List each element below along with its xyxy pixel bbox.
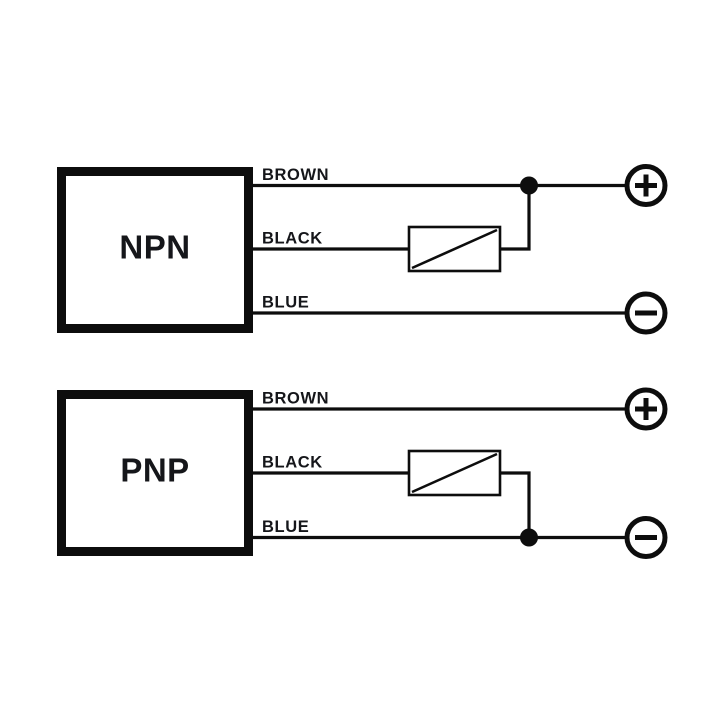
load-resistor-npn (407, 225, 502, 273)
wire-label-npn-blue: BLUE (262, 294, 309, 312)
wire-pnp-load-to-blue (500, 471, 531, 538)
junction-dot-pnp (520, 528, 538, 547)
junction-dot-npn (520, 176, 538, 195)
sensor-box-label-pnp: PNP (120, 452, 189, 489)
circuit-pnp: PNP BROWN BLACK BLUE (57, 387, 668, 559)
load-resistor-diagonal-pnp (411, 452, 498, 494)
load-resistor-diagonal-npn (411, 228, 498, 270)
terminal-positive-npn (624, 164, 668, 207)
wire-label-pnp-brown: BROWN (262, 390, 329, 408)
terminal-negative-npn (624, 291, 668, 335)
sensor-box-pnp (57, 390, 253, 556)
wire-npn-load-to-brown (500, 185, 531, 251)
wire-label-pnp-blue: BLUE (262, 518, 309, 536)
terminal-negative-pnp (624, 516, 668, 559)
sensor-box-npn (57, 167, 253, 333)
sensor-box-label-npn: NPN (119, 229, 190, 266)
wire-label-npn-brown: BROWN (262, 166, 329, 184)
wire-label-npn-black: BLACK (262, 230, 323, 248)
terminal-positive-pnp (624, 387, 668, 431)
wire-label-pnp-black: BLACK (262, 454, 323, 472)
circuit-npn: NPN BROWN BLACK BLUE (57, 164, 668, 335)
load-resistor-pnp (407, 449, 502, 497)
